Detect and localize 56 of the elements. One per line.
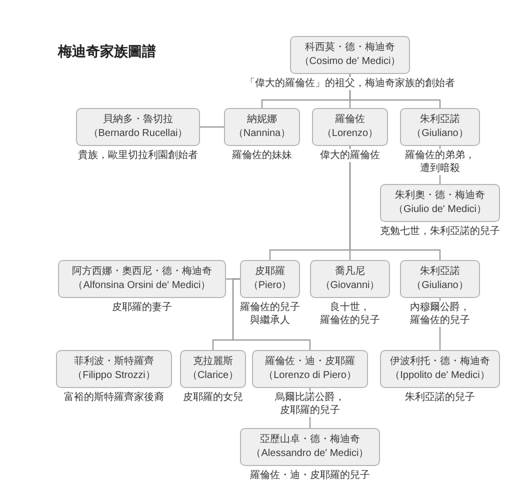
connector-line	[349, 74, 441, 108]
chinese-name: 阿方西娜・奧西尼・德・梅迪奇	[72, 265, 212, 279]
chinese-name: 喬凡尼	[335, 265, 365, 279]
caption-text: 良十世，羅倫佐的兒子	[318, 301, 382, 327]
english-name: （Alfonsina Orsini de' Medici）	[73, 279, 211, 293]
person-box	[56, 350, 172, 388]
chinese-name: 科西莫・德・梅迪奇	[305, 41, 395, 55]
english-name: （Clarice）	[187, 369, 239, 383]
caption-text: 富裕的斯特羅齊家後裔	[61, 391, 167, 404]
connector-line	[349, 146, 441, 260]
english-name: （Giulio de' Medici）	[393, 203, 487, 217]
person-box	[252, 350, 368, 388]
english-name: （Filippo Strozzi）	[72, 369, 156, 383]
chinese-name: 貝納多・魯切拉	[103, 113, 173, 127]
english-name: （Giuliano）	[412, 279, 468, 293]
english-name: （Ippolito de' Medici）	[390, 369, 490, 383]
chinese-name: 羅倫佐・迪・皮耶羅	[265, 355, 355, 369]
chinese-name: 亞歷山卓・德・梅迪奇	[260, 433, 360, 447]
chinese-name: 納妮娜	[247, 113, 277, 127]
caption-text: 羅倫佐的妹妹	[229, 149, 295, 162]
chinese-name: 皮耶羅	[255, 265, 285, 279]
english-name: （Bernardo Rucellai）	[88, 127, 188, 141]
english-name: （Lorenzo di Piero）	[264, 369, 356, 383]
english-name: （Lorenzo）	[322, 127, 378, 141]
chinese-name: 朱利亞諾	[420, 265, 460, 279]
person-box	[380, 184, 500, 222]
chinese-name: 菲利波・斯特羅齊	[74, 355, 154, 369]
caption-text: 羅倫佐的兒子與繼承人	[238, 301, 302, 327]
person-box	[240, 428, 380, 466]
english-name: （Cosimo de' Medici）	[299, 55, 401, 69]
chinese-name: 伊波利托・德・梅迪奇	[390, 355, 490, 369]
caption-text: 偉大的羅倫佐	[317, 149, 383, 162]
english-name: （Giuliano）	[412, 127, 468, 141]
connector-line	[232, 278, 311, 350]
marriage-line	[200, 126, 224, 128]
english-name: （Nannina）	[233, 127, 291, 141]
person-box	[58, 260, 226, 298]
diagram-title: 梅迪奇家族圖譜	[58, 42, 156, 60]
person-box	[310, 260, 390, 298]
caption-text: 貴族，歐里切拉利園創始者	[75, 149, 201, 162]
english-name: （Giovanni）	[320, 279, 380, 293]
chinese-name: 朱利奧・德・梅迪奇	[395, 189, 485, 203]
chinese-name: 克拉麗斯	[193, 355, 233, 369]
person-box	[240, 260, 300, 298]
english-name: （Alessandro de' Medici）	[251, 447, 369, 461]
person-box	[224, 108, 300, 146]
chinese-name: 羅倫佐	[335, 113, 365, 127]
person-box	[180, 350, 246, 388]
english-name: （Piero）	[248, 279, 292, 293]
person-box	[380, 350, 500, 388]
chinese-name: 朱利亞諾	[420, 113, 460, 127]
person-box	[400, 260, 480, 298]
person-box	[76, 108, 200, 146]
person-box	[400, 108, 480, 146]
person-box	[290, 36, 410, 74]
person-box	[312, 108, 388, 146]
